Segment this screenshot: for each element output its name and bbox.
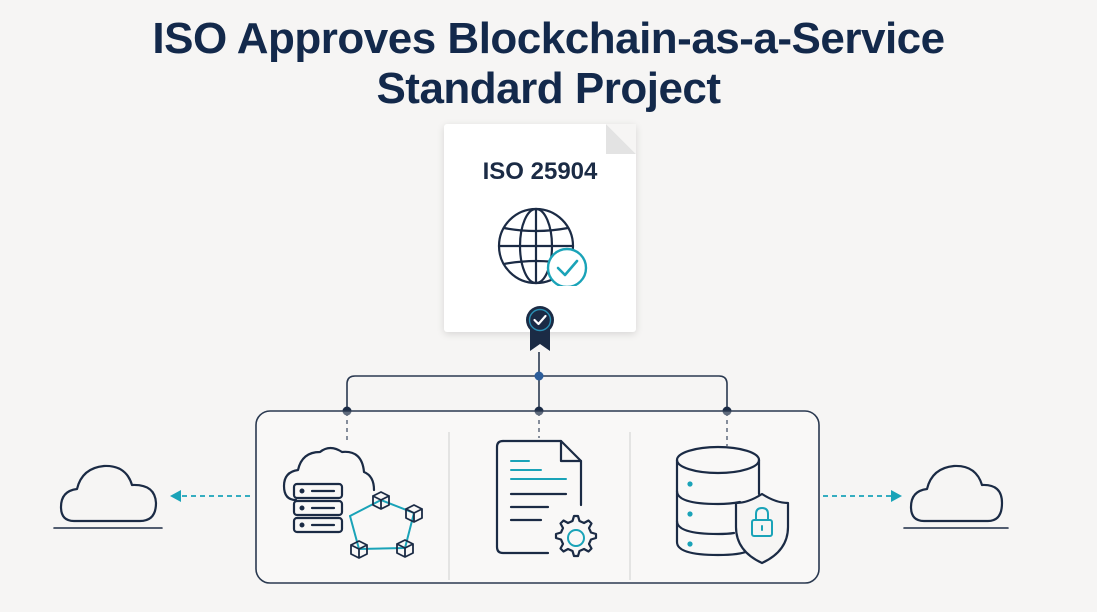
globe-check-icon: [497, 207, 588, 286]
page-title: ISO Approves Blockchain-as-a-Service Sta…: [0, 14, 1097, 114]
services-container: [255, 410, 820, 584]
database-shield-lock-icon: [675, 445, 790, 565]
iso-document-card: ISO 25904: [444, 124, 636, 332]
cloud-icon-right: [903, 464, 1009, 529]
page-fold: [606, 124, 636, 154]
standard-number-label: ISO 25904: [482, 158, 598, 185]
document-gear-icon: [495, 439, 598, 558]
arrow-to-right-cloud: [823, 490, 902, 502]
title-line-1: ISO Approves Blockchain-as-a-Service: [152, 14, 945, 63]
distribution-bus-line: [346, 375, 728, 410]
arrow-to-left-cloud: [170, 490, 250, 502]
certified-ribbon-icon: [526, 306, 554, 351]
cloud-icon-left: [53, 464, 163, 529]
title-line-2: Standard Project: [376, 64, 721, 113]
cloud-servers-blockchain-icon: [282, 446, 423, 559]
bus-junction-dot: [534, 371, 544, 381]
